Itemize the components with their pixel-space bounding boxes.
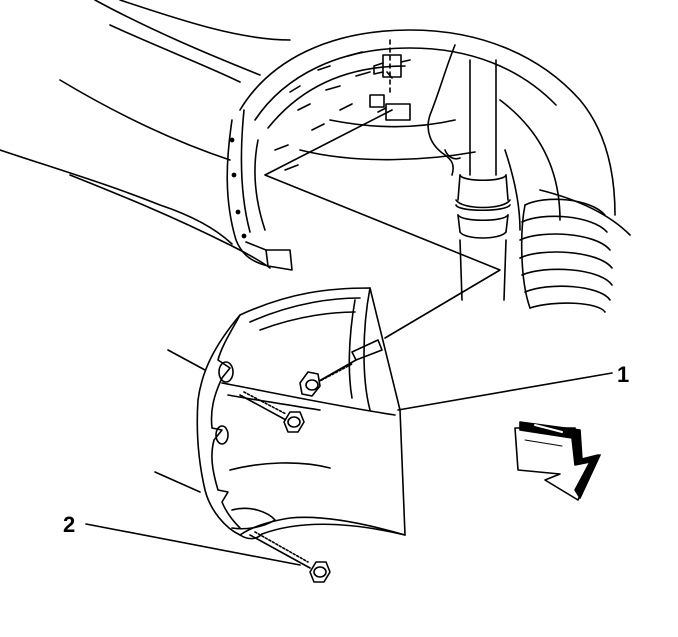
callout-leader-2 — [85, 523, 301, 566]
coil-spring — [519, 198, 613, 313]
wheelhouse-liner — [196, 287, 406, 540]
strut-assembly — [455, 59, 511, 301]
frame-structure — [299, 99, 631, 236]
callout-label-2: 2 — [63, 512, 76, 537]
callout-label-1: 1 — [617, 362, 630, 387]
callout-leader-1 — [397, 372, 613, 411]
screw-upper — [299, 339, 383, 397]
alignment-lines — [264, 109, 501, 339]
vehicle-body-outline — [0, 0, 291, 269]
mounting-brackets — [369, 39, 411, 121]
forward-direction-arrow-icon — [514, 421, 601, 501]
wheelhouse-arch — [239, 29, 616, 271]
reference-lines-left — [154, 349, 206, 493]
screw-middle — [239, 391, 305, 433]
screw-lower — [249, 531, 331, 583]
wiring-harness — [427, 44, 461, 176]
